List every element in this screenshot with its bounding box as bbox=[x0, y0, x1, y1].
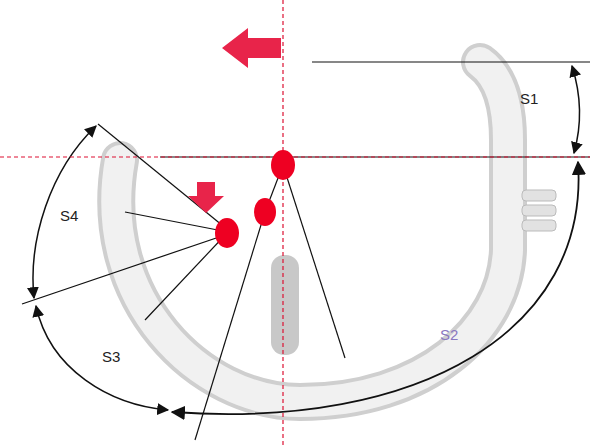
red-dashed-axis bbox=[282, 0, 283, 445]
reference-line bbox=[145, 232, 228, 320]
dimension-label: S4 bbox=[58, 207, 80, 224]
red-dot bbox=[271, 150, 295, 180]
dimension-label: S2 bbox=[438, 326, 460, 343]
dimension-arc bbox=[572, 66, 580, 153]
reference-line bbox=[283, 165, 345, 358]
red-arrow bbox=[188, 182, 224, 213]
dimension-label: S1 bbox=[518, 90, 540, 107]
reference-line bbox=[98, 124, 228, 230]
device-button bbox=[522, 205, 556, 216]
device-band bbox=[116, 62, 508, 402]
dimension-arc bbox=[172, 162, 579, 414]
red-dashed-axis bbox=[0, 156, 590, 157]
device-band-shadow bbox=[116, 62, 508, 402]
device-button bbox=[522, 220, 556, 231]
dimension-arc bbox=[33, 126, 96, 298]
red-dot bbox=[215, 218, 239, 248]
device-stem bbox=[271, 255, 299, 355]
reference-line bbox=[312, 61, 590, 62]
red-arrow bbox=[222, 28, 281, 68]
red-dot bbox=[254, 198, 276, 226]
reference-line bbox=[22, 234, 228, 304]
device-button bbox=[522, 190, 556, 201]
dimension-label: S3 bbox=[100, 348, 122, 365]
reference-line bbox=[125, 212, 228, 232]
dimension-arc bbox=[36, 306, 168, 410]
reference-line bbox=[195, 212, 265, 440]
